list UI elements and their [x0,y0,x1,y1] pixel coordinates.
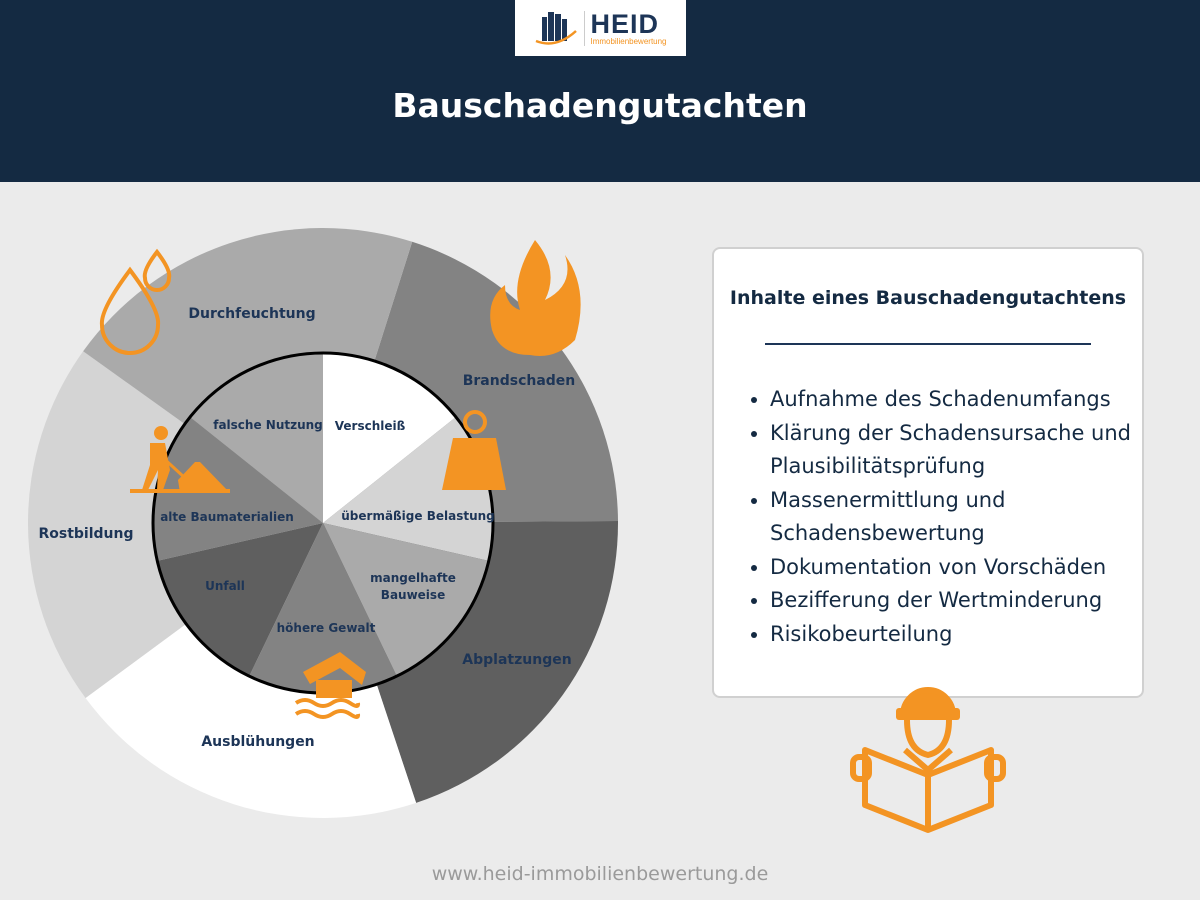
outer-label: Ausblühungen [201,734,314,750]
wheel-segment [323,353,456,523]
inner-label: falsche Nutzung [213,418,323,432]
wheel-segment [190,353,323,523]
inner-label: Verschleiß [335,419,406,433]
fire-icon [490,240,581,356]
outer-label: Durchfeuchtung [188,306,315,322]
inner-label: Unfall [205,579,245,593]
damage-wheel: Durchfeuchtung Brandschaden Abplatzungen… [27,228,618,818]
page-title: Bauschadengutachten [392,86,808,125]
flooded-house-icon [294,652,366,719]
inner-label: Bauweise [381,588,445,602]
wheel-segment [249,523,397,693]
header: HEID Immobilienbewertung Bauschadengutac… [0,0,1200,182]
inner-label: alte Baumaterialien [160,510,294,524]
building-logo-icon [536,12,578,45]
list-item: Aufnahme des Schadenumfangs [770,383,1142,417]
worker-shovel-icon [130,426,230,493]
outer-label: Rostbildung [38,526,133,542]
divider [765,343,1091,345]
list-item: Dokumentation von Vorschäden [770,551,1142,585]
list-item: Risikobeurteilung [770,618,1142,652]
water-drops-icon [99,248,172,355]
wheel-segment [152,417,323,561]
card-title: Inhalte eines Bauschadengutachtens [729,287,1127,309]
logo: HEID Immobilienbewertung [515,0,686,56]
expert-reading-icon [850,687,1006,833]
outer-label: Brandschaden [463,373,576,389]
list-item: Bezifferung der Wertminderung [770,584,1142,618]
inner-label: übermäßige Belastung [341,509,495,523]
contents-card: Inhalte eines Bauschadengutachtens Aufna… [712,247,1144,698]
weight-icon [442,410,506,490]
inner-label: mangelhafte [370,571,456,585]
list-item: Klärung der Schadensursache und Plausibi… [770,417,1142,484]
inner-label: höhere Gewalt [277,621,376,635]
outer-label: Abplatzungen [462,652,571,668]
contents-list: Aufnahme des Schadenumfangs Klärung der … [714,383,1142,651]
footer-url[interactable]: www.heid-immobilienbewertung.de [431,863,769,885]
list-item: Massenermittlung und Schadensbewertung [770,484,1142,551]
